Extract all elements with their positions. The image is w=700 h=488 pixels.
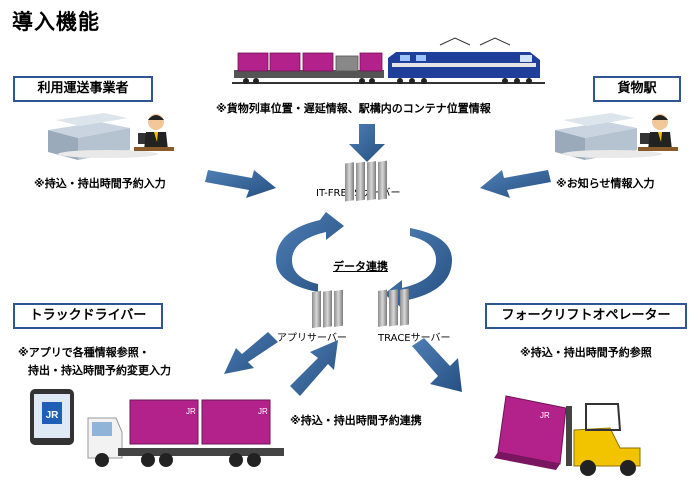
arrow-reservation-up bbox=[290, 340, 338, 396]
trace-server-icon bbox=[378, 288, 409, 327]
user-input-note: ※持込・持出時間予約入力 bbox=[34, 177, 166, 190]
forklift-ref-note: ※持込・持出時間予約参照 bbox=[520, 346, 652, 359]
arrow-driver-down-left bbox=[224, 332, 278, 374]
office-worker-left-icon bbox=[48, 113, 174, 160]
data-sync-cycle-icon bbox=[276, 212, 452, 308]
driver-note-line2: 持出・持込時間予約変更入力 bbox=[28, 364, 171, 377]
office-worker-right-icon bbox=[555, 113, 678, 160]
data-link-label: データ連携 bbox=[333, 260, 388, 273]
role-user-company: 利用運送事業者 bbox=[13, 76, 153, 102]
app-server-icon bbox=[312, 289, 343, 329]
it-frens-server-icon bbox=[345, 160, 387, 202]
trace-server-label: TRACEサーバー bbox=[378, 333, 451, 344]
arrow-user-right bbox=[205, 170, 276, 198]
reservation-link-note: ※持込・持出時間予約連携 bbox=[290, 414, 422, 427]
arrow-forklift-down-right bbox=[412, 338, 462, 392]
role-forklift-operator: フォークリフトオペレーター bbox=[485, 303, 687, 329]
arrow-station-left bbox=[480, 170, 551, 198]
freight-train-icon bbox=[232, 37, 545, 84]
forklift-icon: JR bbox=[494, 395, 641, 476]
driver-note-line1: ※アプリで各種情報参照・ bbox=[18, 346, 150, 359]
jr-logo-forklift-container: JR bbox=[540, 411, 550, 420]
jr-logo-phone: JR bbox=[46, 410, 60, 421]
station-input-note: ※お知らせ情報入力 bbox=[556, 177, 655, 190]
app-server-label: アプリサーバー bbox=[277, 333, 347, 344]
role-freight-station: 貨物駅 bbox=[593, 76, 681, 102]
smartphone-icon: JR bbox=[30, 389, 74, 445]
arrow-train-down bbox=[349, 124, 385, 162]
truck-icon: JR JR bbox=[87, 399, 284, 467]
page-title: 導入機能 bbox=[12, 10, 100, 34]
train-info-note: ※貨物列車位置・遅延情報、駅構内のコンテナ位置情報 bbox=[216, 102, 491, 115]
jr-logo-container-1: JR bbox=[186, 407, 196, 416]
jr-logo-container-2: JR bbox=[258, 407, 268, 416]
role-truck-driver: トラックドライバー bbox=[13, 303, 163, 329]
